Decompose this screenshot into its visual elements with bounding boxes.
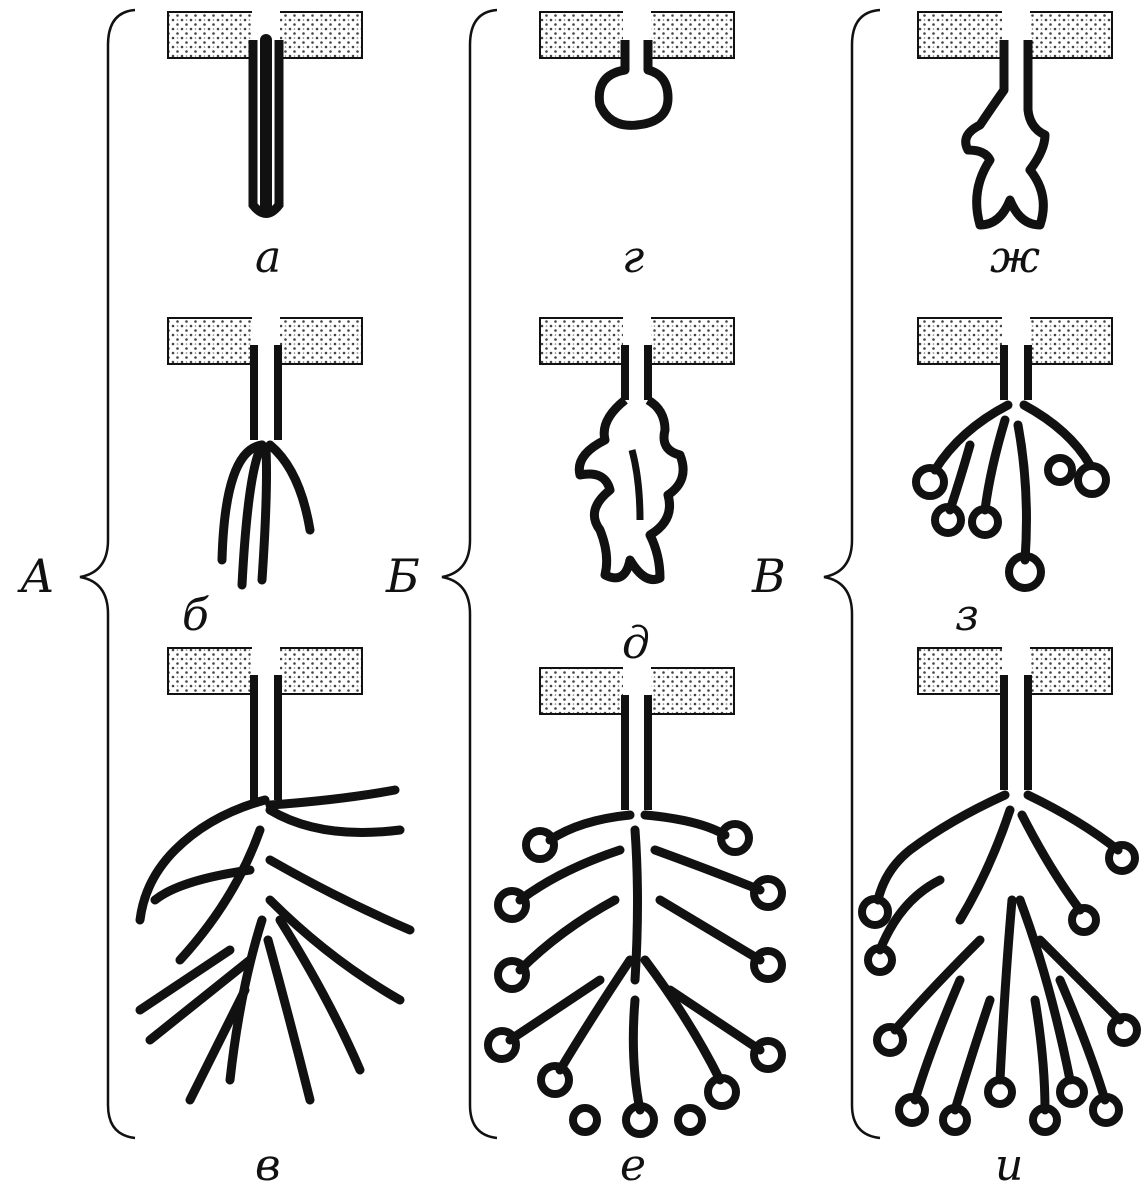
panel-label-e: д	[622, 618, 650, 669]
panel-c-complex-tubular	[140, 642, 410, 1100]
panel-a-simple-tubular	[168, 8, 362, 214]
panel-label-f: е	[620, 1140, 646, 1191]
group-label-b: Б	[385, 549, 420, 603]
panel-h-tubulo-alveolar-branched	[916, 312, 1112, 588]
group-label-c: В	[751, 549, 786, 603]
panel-e-branched-alveolar	[540, 312, 734, 580]
panel-label-c: в	[255, 1140, 281, 1191]
panel-f-complex-alveolar	[488, 662, 782, 1134]
panel-label-d: г	[622, 232, 644, 283]
panel-b-branched-tubular	[168, 312, 362, 585]
panel-i-tubulo-alveolar-complex	[862, 642, 1137, 1132]
panel-label-b: б	[182, 590, 209, 641]
panel-g-tubulo-alveolar-simple	[918, 8, 1112, 225]
panel-d-simple-alveolar	[540, 8, 734, 125]
panel-label-i: и	[995, 1140, 1023, 1191]
panel-label-g: ж	[990, 232, 1040, 283]
brace-group-a	[80, 10, 135, 1138]
brace-group-b	[442, 10, 497, 1138]
group-label-a: А	[17, 549, 55, 603]
panel-label-a: а	[255, 232, 281, 283]
panel-label-h: з	[955, 590, 979, 641]
